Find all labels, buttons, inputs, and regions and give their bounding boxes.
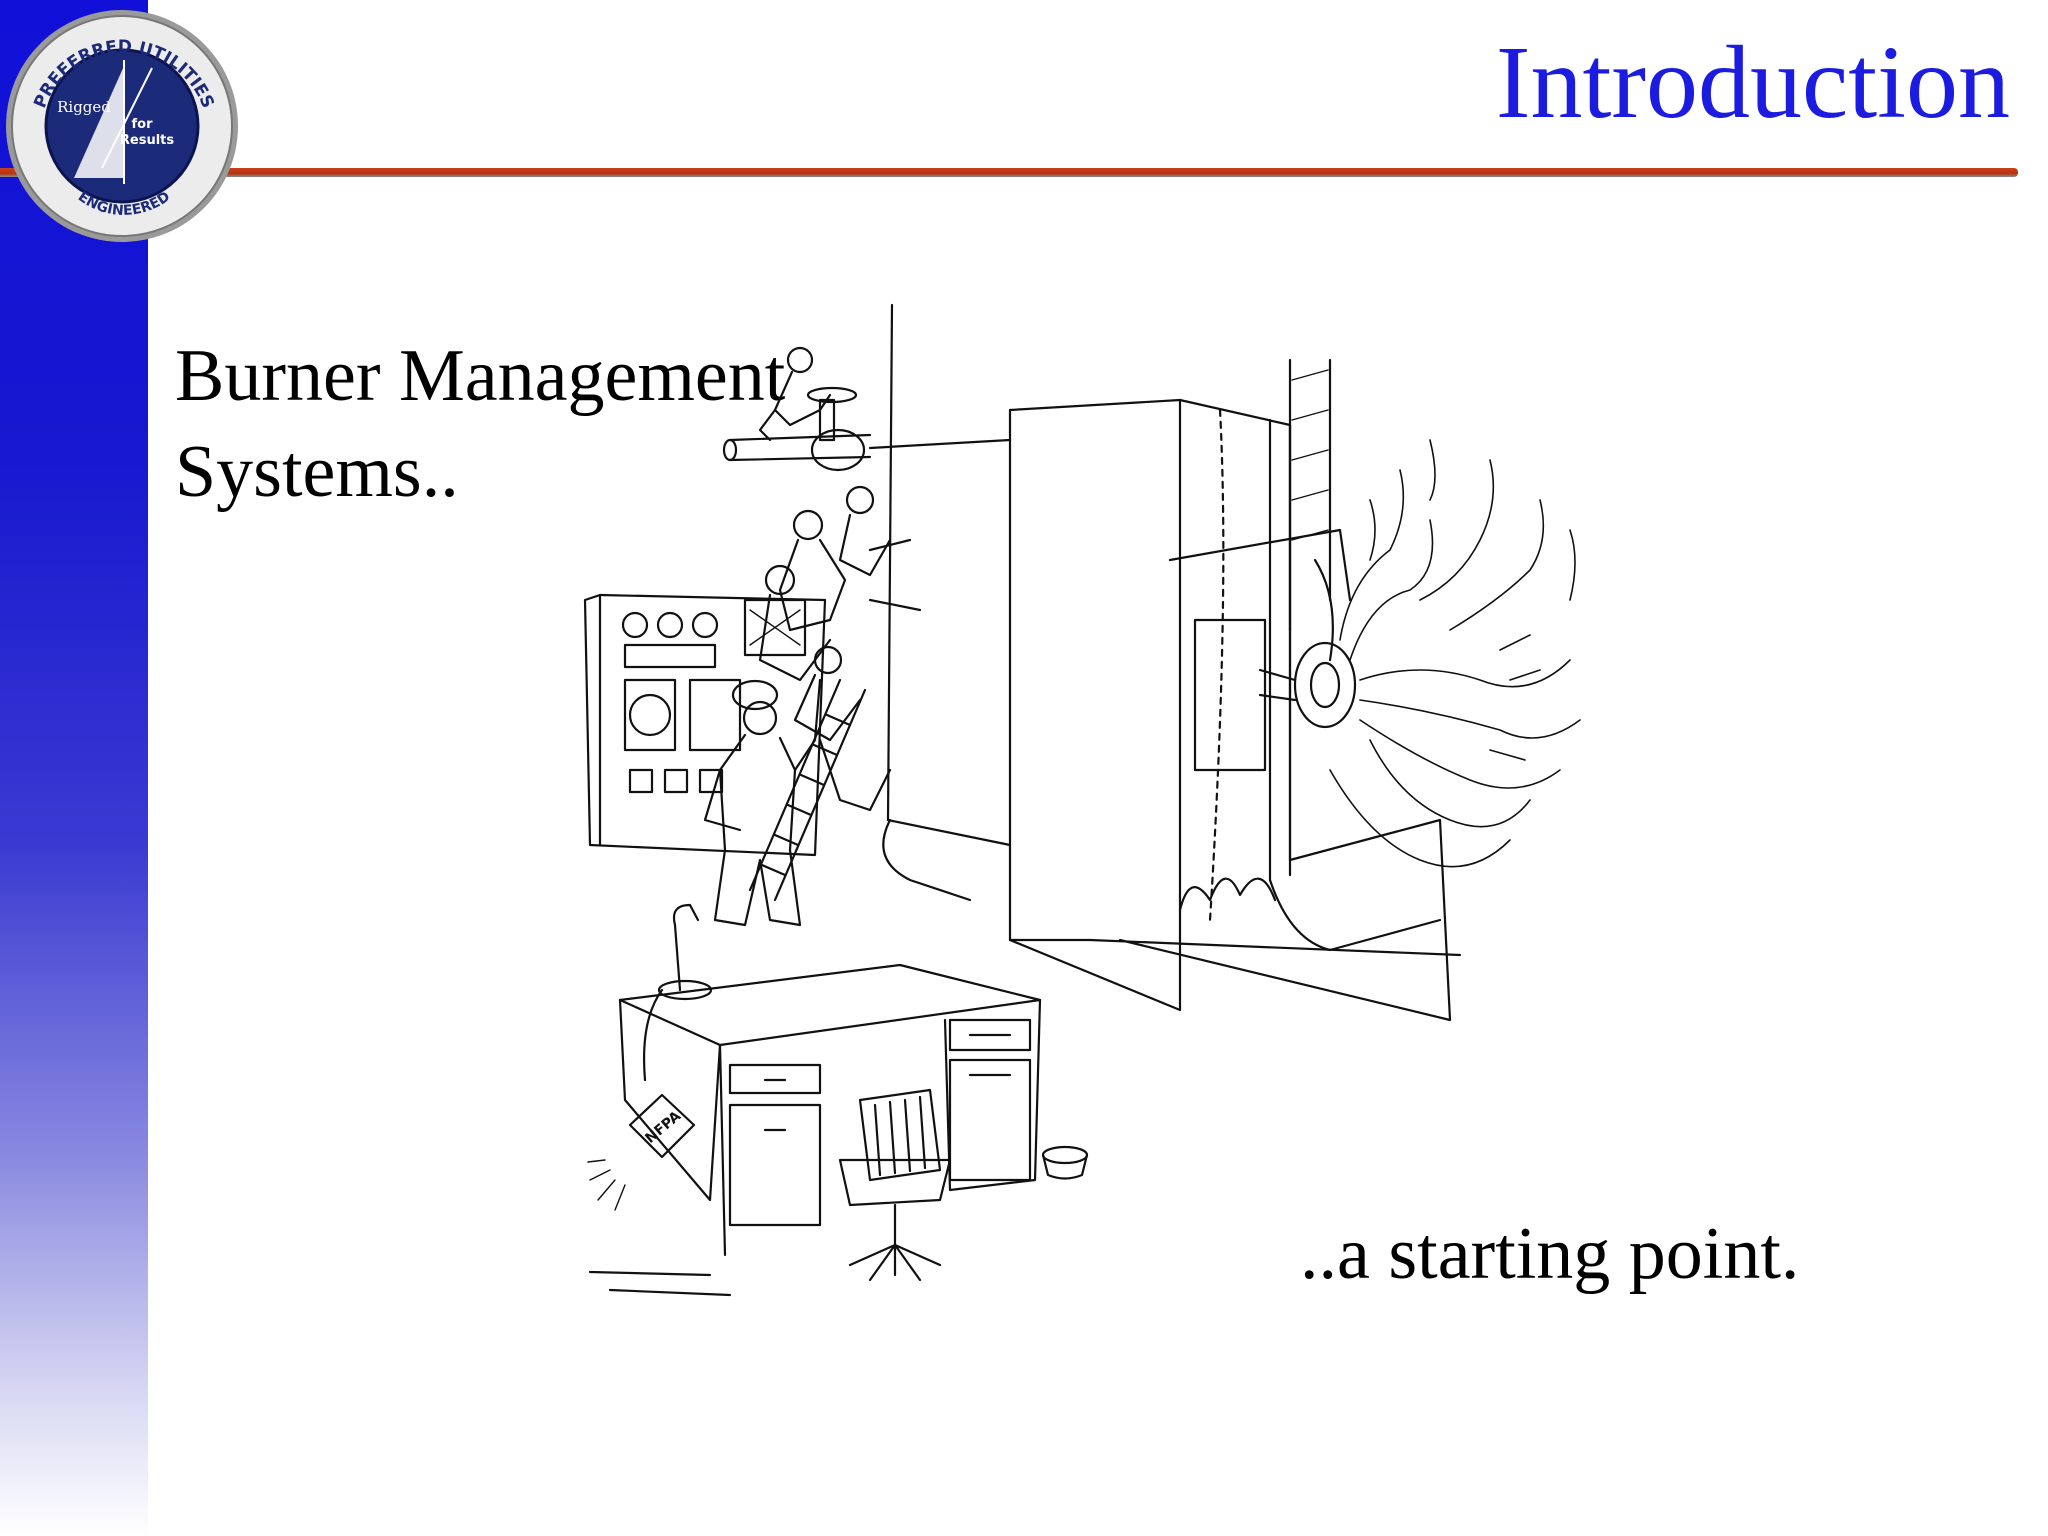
slide-heading: Burner Management Systems.. xyxy=(175,328,785,520)
office-chair xyxy=(840,1090,950,1280)
boiler-room-cartoon: NFPA xyxy=(570,300,1660,1320)
slide-caption: ..a starting point. xyxy=(1300,1213,1800,1295)
ladder-workers xyxy=(750,487,970,900)
header-rule xyxy=(0,168,2018,177)
boiler xyxy=(1010,400,1450,1020)
control-panel xyxy=(585,595,825,855)
logo-center-text-3: Results xyxy=(120,133,174,148)
heading-line-1: Burner Management xyxy=(175,335,786,417)
flames xyxy=(1330,440,1580,867)
wastebasket xyxy=(1043,1147,1087,1179)
nfpa-sign: NFPA xyxy=(588,1095,694,1210)
slide-title: Introduction xyxy=(1495,25,2010,140)
desk-telephone xyxy=(644,905,711,1080)
exhaust-stack xyxy=(1290,360,1330,630)
panel-operator xyxy=(705,680,820,925)
company-logo: PREFERRED UTILITIES ENGINEERED Rigged fo… xyxy=(6,10,238,242)
sidebar-band xyxy=(0,0,148,1536)
heading-line-2: Systems.. xyxy=(175,431,459,513)
top-valve-worker xyxy=(724,348,1010,470)
office-desk xyxy=(590,965,1040,1295)
logo-center-text-2: for xyxy=(132,117,154,132)
room-walls xyxy=(888,305,1460,955)
logo-center-text-1: Rigged xyxy=(57,98,111,116)
